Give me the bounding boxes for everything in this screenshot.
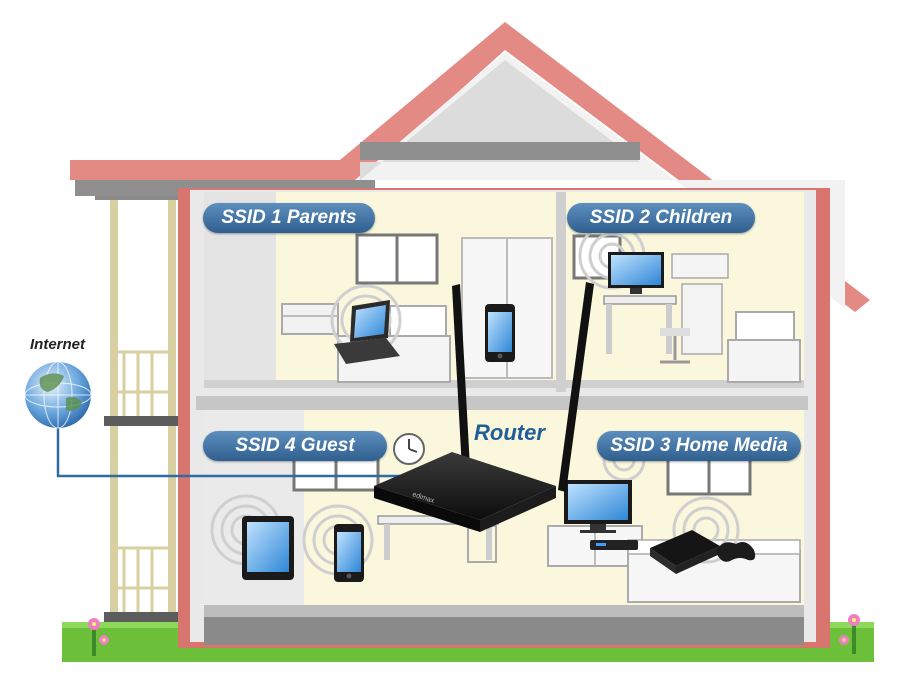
floor-upper: [204, 380, 804, 388]
ssid-badge-parents: SSID 1 Parents: [203, 203, 375, 233]
set-top-box: [590, 540, 638, 550]
balcony: [95, 178, 190, 622]
router-icon: edimax: [374, 282, 594, 532]
window-lower-right: [666, 454, 752, 496]
flower-icon-left: [88, 618, 109, 656]
dresser: [281, 303, 339, 335]
laptop-icon: [334, 300, 400, 364]
smartphone-icon-lower: [334, 524, 364, 582]
bed-upper-right: [727, 311, 801, 383]
tablet-icon: [242, 516, 294, 580]
globe-icon: [24, 361, 92, 429]
ssid-badge-children: SSID 2 Children: [567, 203, 755, 233]
monitor-icon-desk: [608, 252, 664, 294]
bookshelf: [671, 253, 729, 355]
smartphone-icon-upper: [485, 304, 515, 362]
floor-lower: [204, 605, 804, 617]
ssid-badge-home-media: SSID 3 Home Media: [597, 431, 801, 461]
ssid-badge-guest: SSID 4 Guest: [203, 431, 387, 461]
foundation: [204, 617, 804, 645]
internet-cable: [56, 420, 400, 478]
window-upper-left: [355, 233, 439, 285]
desk-chair: [660, 328, 690, 364]
flower-icon-right: [839, 614, 860, 654]
floor-slab: [196, 396, 808, 410]
tv-icon: [564, 480, 632, 533]
window-lower-left: [292, 454, 380, 492]
gamepad-icon: [716, 542, 756, 562]
clock-icon: [393, 433, 425, 465]
router-label: Router: [474, 420, 545, 445]
internet-label: Internet: [30, 336, 86, 353]
upper-divider: [556, 192, 566, 392]
game-console-icon: [650, 530, 720, 574]
